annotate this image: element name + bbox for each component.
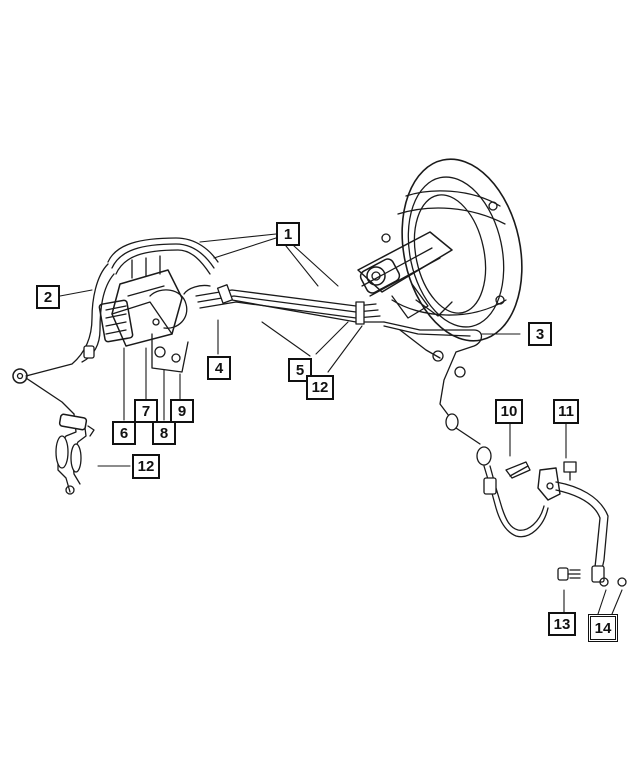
master-cylinder: [357, 231, 453, 319]
abs-module: [98, 255, 189, 373]
callout-6: 6: [112, 421, 136, 445]
callout-12-lower: 12: [132, 454, 160, 479]
callout-11: 11: [553, 399, 579, 424]
bracket-clip: [505, 461, 531, 479]
callout-13: 13: [548, 612, 576, 636]
callout-14: 14: [588, 614, 618, 642]
callout-2: 2: [36, 285, 60, 309]
callout-9: 9: [170, 399, 194, 423]
left-brake-hose: [55, 413, 95, 495]
callout-7: 7: [134, 399, 158, 423]
callout-1: 1: [276, 222, 300, 246]
callout-10: 10: [495, 399, 523, 424]
banjo-bolt: [563, 461, 577, 481]
washers: [599, 577, 627, 587]
leader-lines: [59, 233, 623, 615]
mount-bolt: [557, 567, 581, 581]
callout-8: 8: [152, 421, 176, 445]
callout-12-upper: 12: [306, 375, 334, 400]
brake-tubes: [12, 237, 483, 421]
callout-3: 3: [528, 322, 552, 346]
brake-booster: [381, 158, 523, 342]
callout-4: 4: [207, 356, 231, 380]
right-brake-hose: [445, 413, 609, 583]
